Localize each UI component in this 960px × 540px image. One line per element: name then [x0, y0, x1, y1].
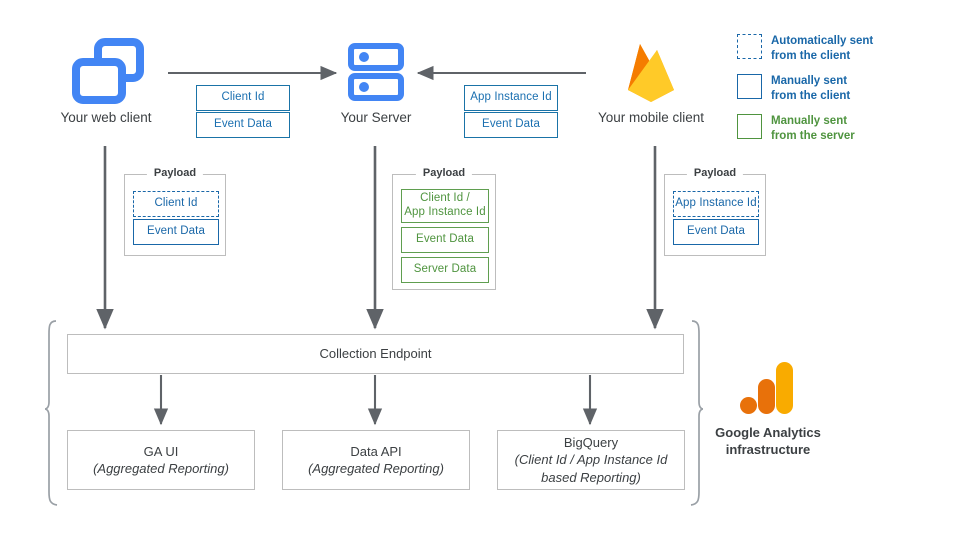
payload-mobile-item-app-instance-id: App Instance Id: [673, 191, 759, 217]
payload-mobile: Payload App Instance Id Event Data: [664, 167, 766, 256]
mobile-client-label: Your mobile client: [597, 110, 705, 125]
google-analytics-brand-label: Google Analytics infrastructure: [715, 425, 821, 458]
infrastructure-bracket-right: [690, 320, 704, 506]
payload-mobile-title: Payload: [686, 167, 744, 179]
payload-web-item-event-data: Event Data: [133, 219, 219, 245]
server-rack-icon: [348, 43, 404, 101]
browser-windows-icon: [72, 38, 144, 104]
payload-server-item-ids: Client Id / App Instance Id: [401, 189, 489, 223]
web-client-label: Your web client: [60, 110, 152, 125]
collection-endpoint-box[interactable]: Collection Endpoint: [67, 334, 684, 374]
collection-endpoint-label: Collection Endpoint: [319, 346, 432, 362]
server-label: Your Server: [340, 110, 412, 125]
firebase-flame-icon: [628, 44, 674, 102]
legend-swatch-solid-green: [737, 114, 762, 139]
payload-server-item-event-data: Event Data: [401, 227, 489, 253]
payload-server-item-server-data: Server Data: [401, 257, 489, 283]
output-subtitle-bigquery: (Client Id / App Instance Id based Repor…: [514, 452, 668, 485]
google-analytics-logo: [740, 362, 793, 414]
infrastructure-bracket-left: [44, 320, 58, 506]
output-title-bigquery: BigQuery: [563, 435, 619, 451]
output-box-data-api[interactable]: Data API (Aggregated Reporting): [282, 430, 470, 490]
output-title-data-api: Data API: [350, 443, 402, 459]
payload-server-title: Payload: [415, 167, 473, 179]
output-box-ga-ui[interactable]: GA UI (Aggregated Reporting): [67, 430, 255, 490]
output-subtitle-data-api: (Aggregated Reporting): [308, 461, 444, 476]
legend-swatch-solid-blue: [737, 74, 762, 99]
payload-mobile-item-event-data: Event Data: [673, 219, 759, 245]
legend-item-manual-server: Manually sent from the server: [737, 114, 855, 145]
legend-item-automatic: Automatically sent from the client: [737, 34, 873, 65]
legend-label-manual-server: Manually sent from the server: [771, 115, 855, 143]
payload-web-item-client-id: Client Id: [133, 191, 219, 217]
transit-chip-web-event-data: Event Data: [196, 112, 290, 138]
output-title-ga-ui: GA UI: [143, 443, 179, 459]
output-box-bigquery[interactable]: BigQuery (Client Id / App Instance Id ba…: [497, 430, 685, 490]
legend-label-manual-client: Manually sent from the client: [771, 75, 851, 103]
legend-item-manual-client: Manually sent from the client: [737, 74, 850, 105]
transit-chip-client-id: Client Id: [196, 85, 290, 111]
payload-server: Payload Client Id / App Instance Id Even…: [392, 167, 496, 290]
payload-web: Payload Client Id Event Data: [124, 167, 226, 256]
payload-web-title: Payload: [146, 167, 204, 179]
output-subtitle-ga-ui: (Aggregated Reporting): [93, 461, 229, 476]
legend-swatch-dashed-blue: [737, 34, 762, 59]
transit-chip-app-instance-id: App Instance Id: [464, 85, 558, 111]
transit-chip-mobile-event-data: Event Data: [464, 112, 558, 138]
legend-label-automatic: Automatically sent from the client: [771, 35, 874, 63]
